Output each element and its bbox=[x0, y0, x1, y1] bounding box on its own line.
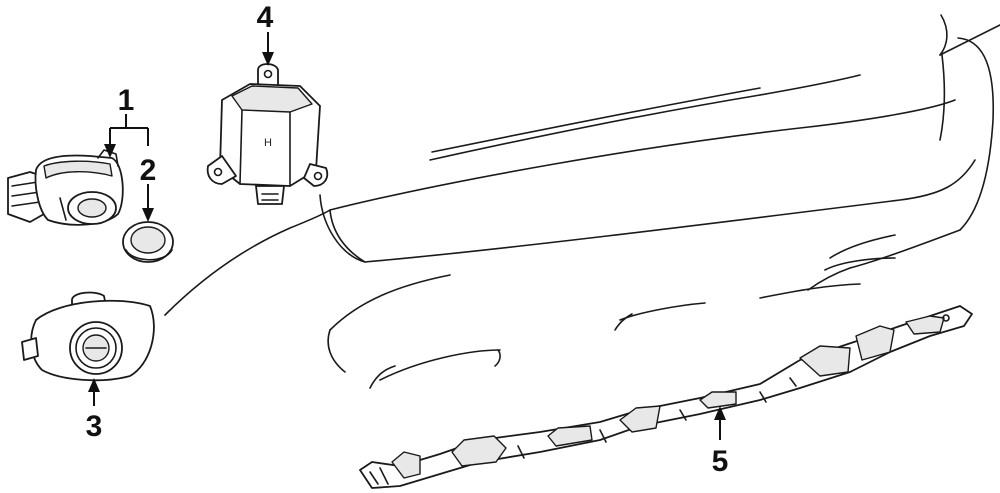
retainer-ring-part-2 bbox=[122, 221, 174, 263]
bumper-cover bbox=[164, 14, 1000, 389]
bumper-bracket-part-5 bbox=[359, 305, 973, 489]
park-sensor-part-1 bbox=[7, 149, 124, 226]
park-sensor-part-3 bbox=[21, 291, 155, 382]
module-marking: H bbox=[264, 137, 272, 149]
callout-label-4: 4 bbox=[257, 1, 274, 34]
callout-5: 5 bbox=[712, 406, 729, 478]
control-module-part-4: H bbox=[206, 63, 329, 205]
callout-2: 2 bbox=[140, 154, 157, 222]
callout-4: 4 bbox=[257, 1, 274, 66]
callout-label-2: 2 bbox=[140, 154, 157, 187]
callout-label-5: 5 bbox=[712, 445, 729, 478]
callout-1: 1 bbox=[104, 84, 149, 158]
callout-label-3: 3 bbox=[86, 410, 103, 443]
callout-label-1: 1 bbox=[118, 84, 135, 117]
callout-3: 3 bbox=[86, 378, 103, 443]
